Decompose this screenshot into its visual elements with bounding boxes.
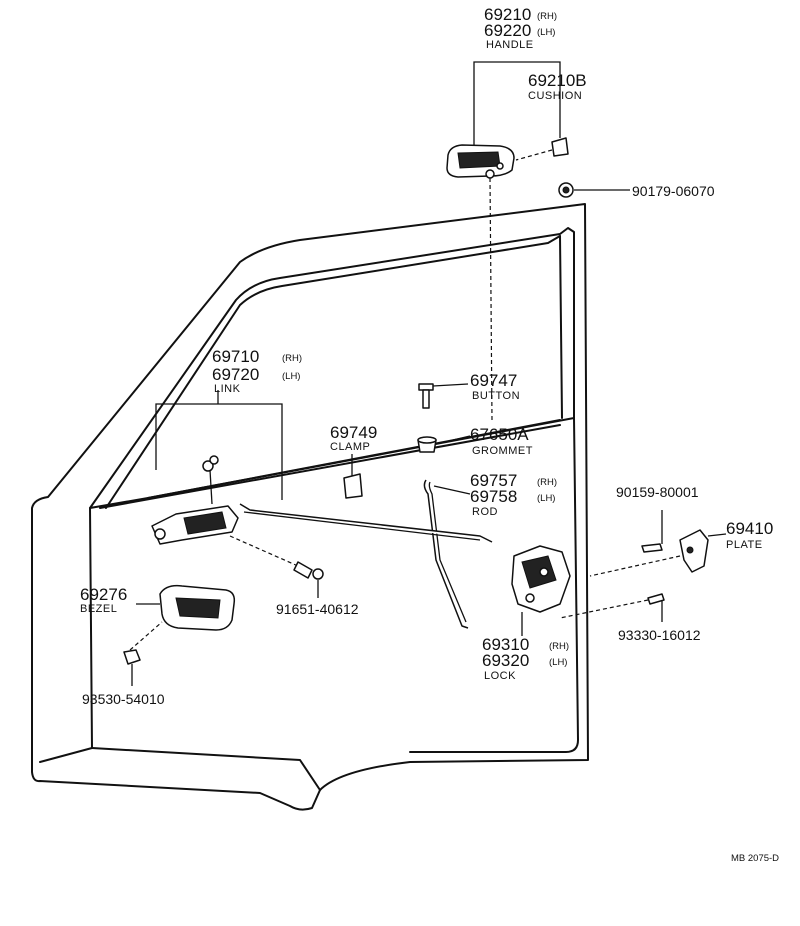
plate-number: 69410: [726, 519, 773, 538]
label-bezel: 69276 BEZEL: [80, 585, 127, 615]
rod-part: [423, 479, 471, 629]
clamp-part: [343, 454, 363, 499]
link-number-rh: 69710: [212, 347, 259, 366]
label-plate: 69410 PLATE: [726, 519, 773, 551]
door-body-outline: [31, 203, 589, 811]
label-clamp: 69749 CLAMP: [330, 423, 377, 453]
handle-number-lh: 69220: [484, 21, 531, 40]
lock-number-rh: 69310: [482, 635, 529, 654]
screw-link-number: 91651-40612: [276, 601, 359, 617]
button-number: 69747: [470, 371, 517, 390]
cushion-number: 69210B: [528, 71, 587, 90]
label-cushion: 69210B CUSHION: [528, 71, 587, 102]
label-grommet: 67650A GROMMET: [470, 425, 533, 457]
lock-variant-lh: (LH): [549, 657, 567, 668]
grommet-part: [417, 435, 471, 453]
rod-variant-lh: (LH): [537, 493, 555, 504]
link-number-lh: 69720: [212, 365, 259, 384]
rod-number-rh: 69757: [470, 471, 517, 490]
handle-variant-rh: (RH): [537, 11, 557, 22]
lock-part: [511, 545, 571, 636]
screw-lock-number: 93330-16012: [618, 627, 701, 643]
link-name: LINK: [214, 383, 241, 395]
screw-plate-number: 90159-80001: [616, 484, 699, 500]
clamp-number: 69749: [330, 423, 377, 442]
button-name: BUTTON: [472, 390, 520, 402]
plate-part: [589, 529, 727, 577]
screw-bezel-number: 93530-54010: [82, 691, 165, 707]
lock-variant-rh: (RH): [549, 641, 569, 652]
bezel-part: [136, 584, 236, 631]
screw-lock-part: [559, 593, 665, 622]
grommet-number: 67650A: [470, 425, 529, 444]
grommet-name: GROMMET: [472, 445, 533, 457]
clamp-name: CLAMP: [330, 441, 370, 453]
handle-name: HANDLE: [486, 39, 534, 51]
rod-variant-rh: (RH): [537, 477, 557, 488]
link-rod-part: [239, 503, 493, 543]
cushion-part: [515, 137, 569, 161]
figure-code: MB 2075-D: [731, 853, 779, 864]
nut-part: [558, 182, 630, 198]
button-part: [418, 383, 469, 409]
lock-number-lh: 69320: [482, 651, 529, 670]
handle-leader: [473, 61, 561, 148]
bezel-name: BEZEL: [80, 603, 117, 615]
lock-name: LOCK: [484, 670, 516, 682]
cushion-name: CUSHION: [528, 90, 582, 102]
link-variant-lh: (LH): [282, 371, 300, 382]
handle-number-rh: 69210: [484, 5, 531, 24]
screw-plate-part: [641, 510, 663, 553]
nut-number: 90179-06070: [632, 183, 715, 199]
label-rod: 69757 (RH) 69758 (LH) ROD: [470, 471, 557, 518]
bezel-number: 69276: [80, 585, 127, 604]
inside-handle-part: [446, 144, 515, 179]
label-lock: 69310 (RH) 69320 (LH) LOCK: [482, 635, 569, 682]
link-variant-rh: (RH): [282, 353, 302, 364]
handle-variant-lh: (LH): [537, 27, 555, 38]
screw-bezel-part: [123, 621, 163, 686]
plate-name: PLATE: [726, 539, 763, 551]
screw-link-part: [293, 561, 324, 598]
link-bracket: [155, 390, 283, 500]
handle-rod-path: [489, 177, 493, 421]
label-button: 69747 BUTTON: [470, 371, 520, 402]
rod-name: ROD: [472, 506, 498, 518]
label-link: 69710 (RH) 69720 (LH) LINK: [212, 347, 302, 395]
label-handle: 69210 (RH) 69220 (LH) HANDLE: [484, 5, 557, 51]
link-mechanism-part: [151, 455, 299, 567]
rod-number-lh: 69758: [470, 487, 517, 506]
